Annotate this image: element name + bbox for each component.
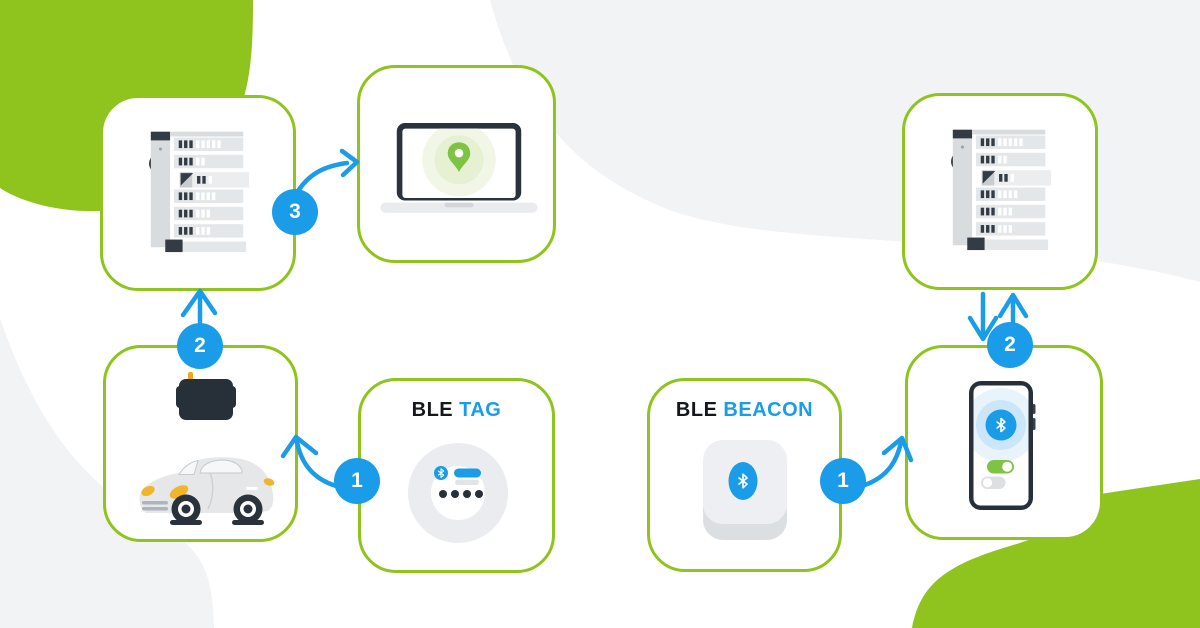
server-box-right	[902, 93, 1098, 290]
ble-beacon-icon	[703, 440, 787, 540]
green-blob-bottom-right	[912, 479, 1200, 628]
smartphone-bluetooth-icon	[969, 381, 1036, 510]
server-box-left	[100, 95, 296, 291]
smartphone-box	[905, 345, 1103, 540]
server-rack-icon	[947, 122, 1053, 252]
step-badge-1-right: 1	[820, 458, 866, 504]
ble-beacon-label-prefix: BLE	[675, 399, 718, 421]
gps-tracker-icon	[176, 372, 236, 420]
ble-tag-label-prefix: BLE	[411, 399, 454, 421]
gray-blob-bottom-left	[0, 318, 214, 628]
ble-tag-icon	[408, 443, 508, 543]
tracker-car-box: +	[103, 345, 298, 542]
headlight	[141, 485, 155, 497]
step-badge-3: 3	[272, 189, 318, 235]
car-icon	[139, 457, 275, 525]
ble-tag-label-highlight: TAG	[459, 399, 502, 421]
step-badge-2-right: 2	[987, 322, 1033, 368]
laptop-box	[357, 65, 556, 263]
server-rack-icon	[145, 124, 251, 254]
laptop-location-pin-icon	[380, 123, 538, 213]
ble-beacon-label-highlight: BEACON	[723, 399, 814, 421]
step-badge-2-left: 2	[177, 323, 223, 369]
step-badge-1-left: 1	[334, 458, 380, 504]
